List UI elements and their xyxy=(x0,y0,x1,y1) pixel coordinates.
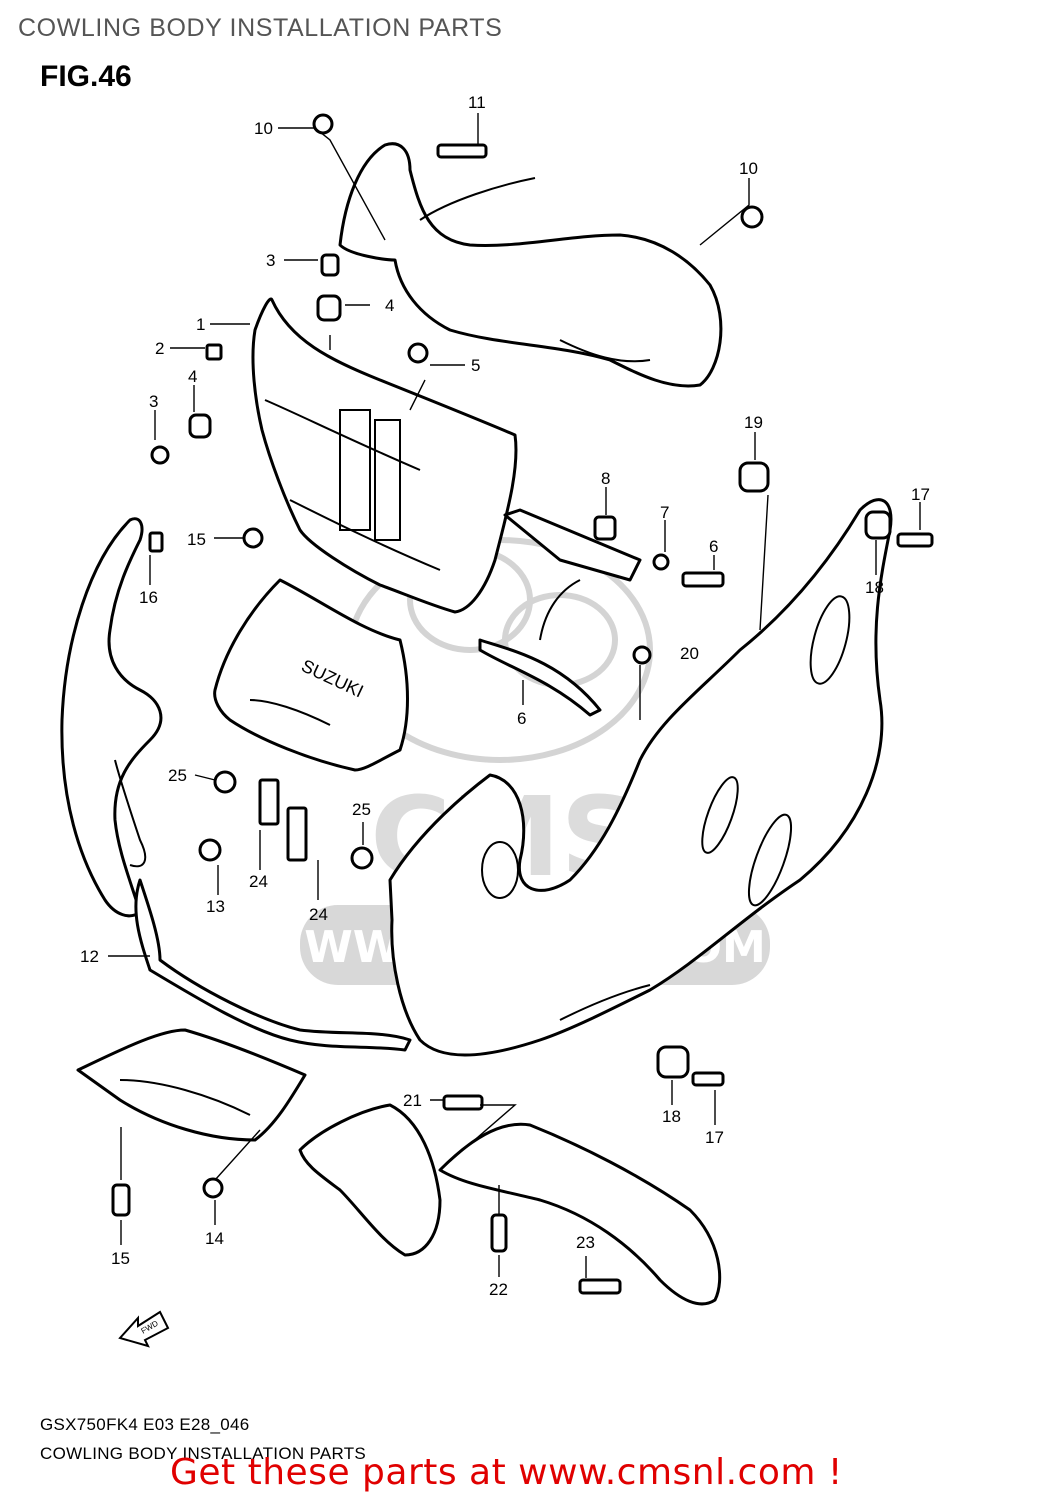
leader-lines xyxy=(108,113,921,1278)
front-center-panel-part: SUZUKI xyxy=(213,578,409,772)
callout-19: 19 xyxy=(744,413,763,432)
callout-8: 7 xyxy=(660,503,669,522)
under-cowl-right-part xyxy=(298,1103,722,1306)
footer-model-code: GSX750FK4 E03 E28_046 xyxy=(40,1415,250,1434)
cowling-brace-frame-part xyxy=(251,297,518,614)
lower-bracket-part xyxy=(134,878,412,1052)
callout-numbers: 10 11 10 3 4 1 2 5 4 3 19 8 7 6 17 18 15… xyxy=(80,93,930,1299)
figure-label: FIG.46 xyxy=(40,60,132,93)
under-cowl-left-part xyxy=(76,1028,307,1142)
callout-4a: 4 xyxy=(385,296,394,315)
callout-3a: 3 xyxy=(266,251,275,270)
callout-17b: 17 xyxy=(705,1128,724,1147)
callout-13: 13 xyxy=(206,897,225,916)
cowling-stay-part xyxy=(478,508,642,717)
callout-10a: 10 xyxy=(254,119,273,138)
callout-24a: 24 xyxy=(249,872,268,891)
callout-22: 22 xyxy=(489,1280,508,1299)
callout-16: 16 xyxy=(139,588,158,607)
callout-3b: 3 xyxy=(149,392,158,411)
callout-20: 20 xyxy=(680,644,699,663)
callout-14: 14 xyxy=(205,1229,224,1248)
callout-4b: 4 xyxy=(188,367,197,386)
upper-cowling-part xyxy=(338,142,723,388)
callout-25a: 25 xyxy=(168,766,187,785)
fwd-arrow-icon: FWD xyxy=(118,1310,170,1348)
callout-15a: 15 xyxy=(187,530,206,549)
callout-5: 5 xyxy=(471,356,480,375)
callout-9: 8 xyxy=(601,469,610,488)
callout-7: 6 xyxy=(709,537,718,556)
callout-18b: 18 xyxy=(662,1107,681,1126)
callout-25b: 25 xyxy=(352,800,371,819)
callout-18a: 18 xyxy=(865,578,884,597)
fasteners-group xyxy=(111,113,934,1295)
callout-17a: 17 xyxy=(911,485,930,504)
callout-24b: 24 xyxy=(309,905,328,924)
footer-caption: COWLING BODY INSTALLATION PARTS xyxy=(40,1444,367,1463)
callout-1: 1 xyxy=(196,315,205,334)
callout-11: 11 xyxy=(468,93,486,112)
callout-12: 12 xyxy=(80,947,99,966)
callout-23: 23 xyxy=(576,1233,595,1252)
callout-2: 2 xyxy=(155,339,164,358)
left-side-cowl-part xyxy=(60,517,163,918)
callout-15b: 15 xyxy=(111,1249,130,1268)
callout-6: 6 xyxy=(517,709,526,728)
promo-link-text[interactable]: Get these parts at www.cmsnl.com ! xyxy=(170,1452,843,1493)
page-header-title: COWLING BODY INSTALLATION PARTS xyxy=(18,14,503,42)
callout-21: 21 xyxy=(403,1091,422,1110)
callout-10b: 10 xyxy=(739,159,758,178)
